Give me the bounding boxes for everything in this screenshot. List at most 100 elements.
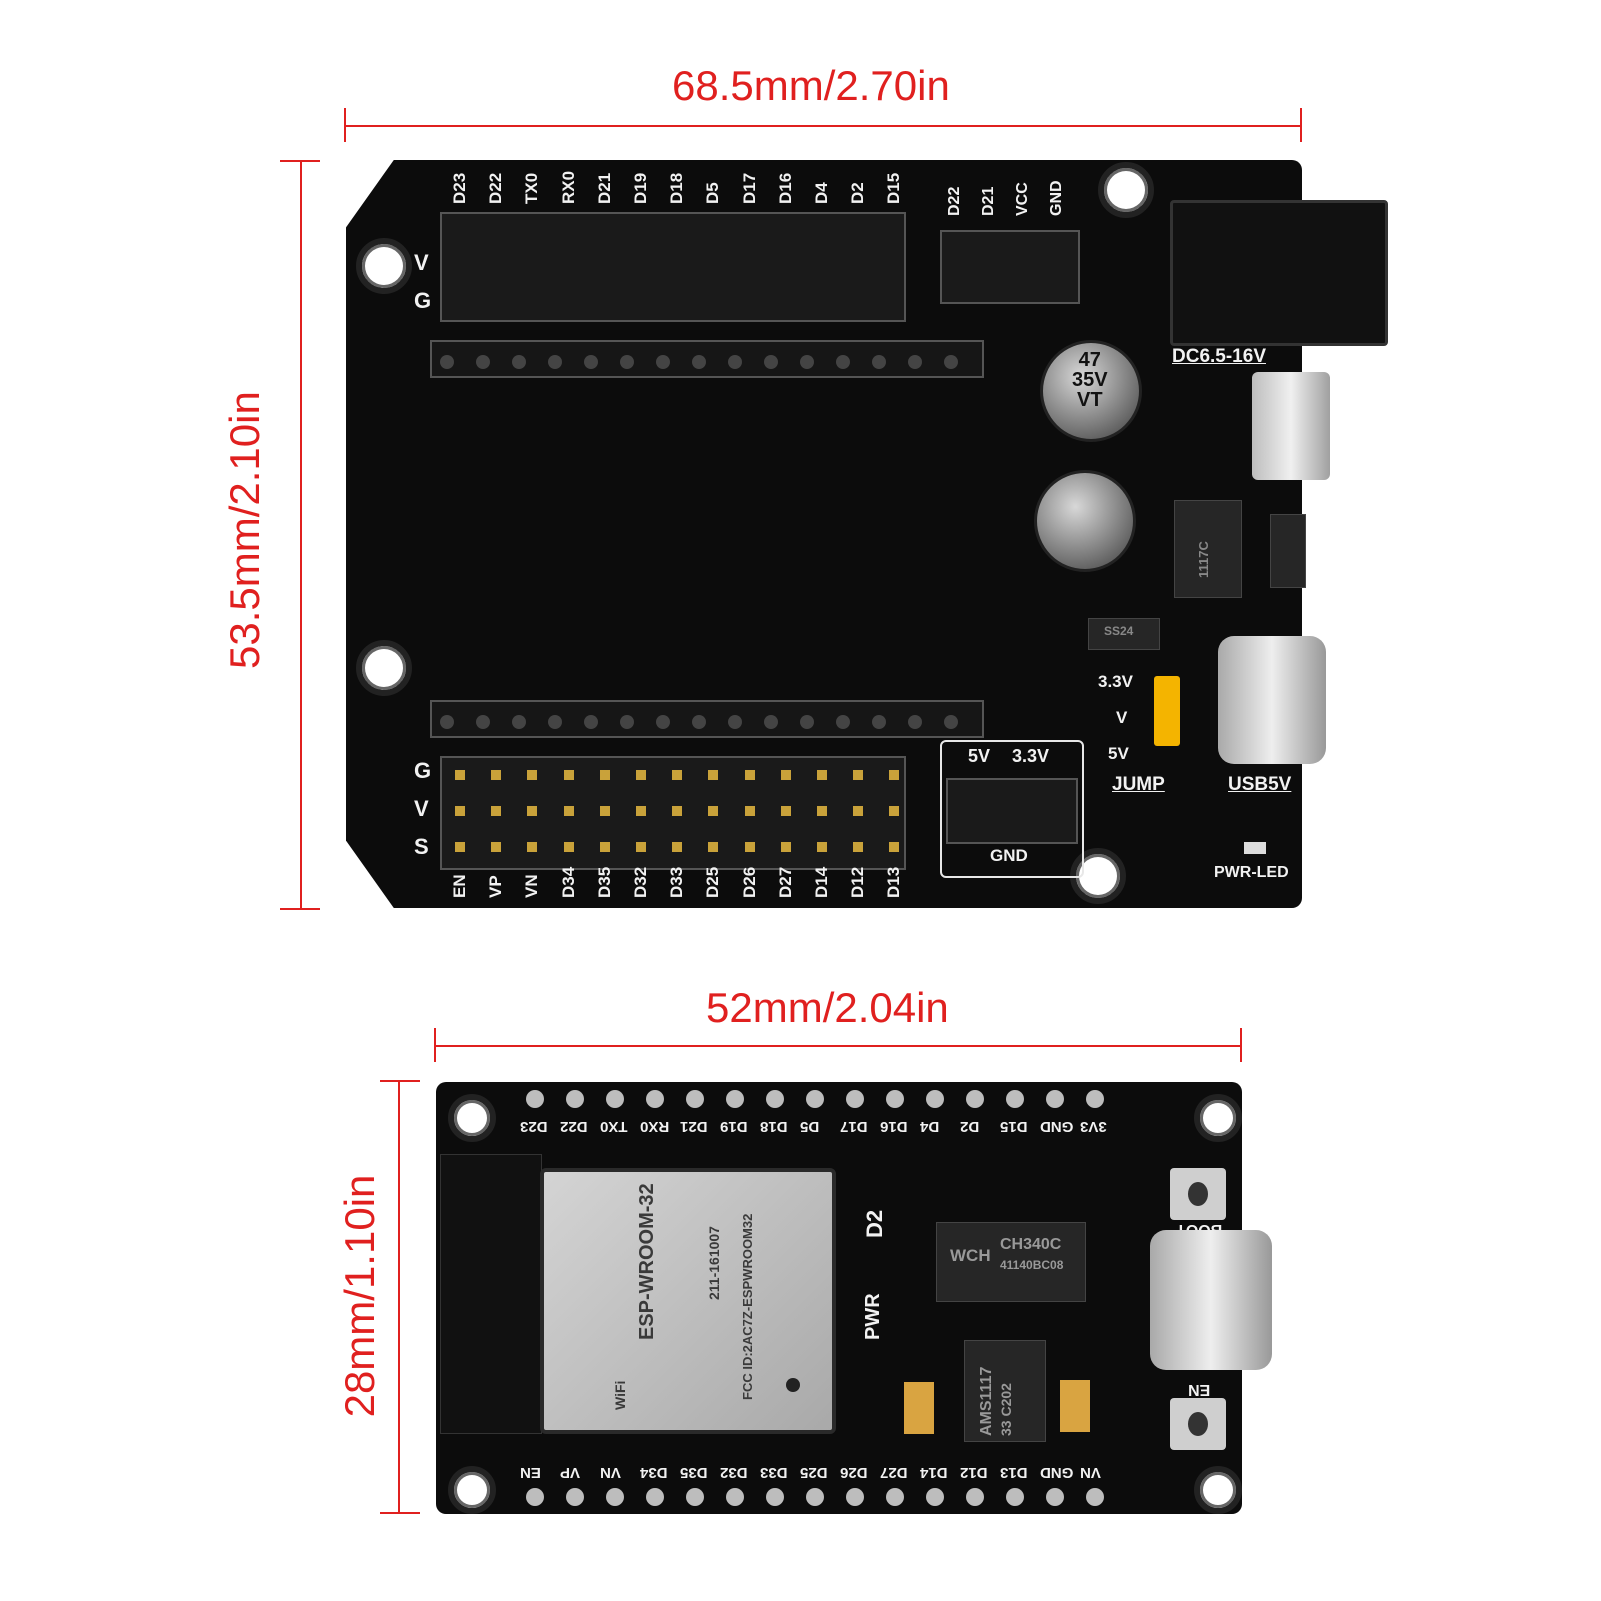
socket-pin[interactable]	[836, 715, 850, 729]
shield-bottom-pin[interactable]	[563, 806, 574, 816]
esp32-top-pin-hole[interactable]	[1006, 1090, 1024, 1108]
esp32-bottom-pin-hole[interactable]	[766, 1488, 784, 1506]
shield-bottom-pin[interactable]	[455, 842, 465, 852]
shield-bottom-pin[interactable]	[563, 842, 574, 852]
esp32-bottom-pin-hole[interactable]	[566, 1488, 584, 1506]
shield-bottom-pin[interactable]	[563, 770, 574, 780]
shield-bottom-pin[interactable]	[889, 842, 900, 852]
socket-pin[interactable]	[728, 355, 742, 369]
esp32-bottom-pin-hole[interactable]	[846, 1488, 864, 1506]
socket-pin[interactable]	[476, 715, 490, 729]
esp32-bottom-pin-hole[interactable]	[806, 1488, 824, 1506]
shield-bottom-pin[interactable]	[708, 770, 719, 780]
esp32-top-pin-hole[interactable]	[726, 1090, 744, 1108]
esp32-top-pin-hole[interactable]	[526, 1090, 544, 1108]
socket-pin[interactable]	[440, 715, 454, 729]
esp32-bottom-pin-hole[interactable]	[606, 1488, 624, 1506]
shield-bottom-pin[interactable]	[636, 806, 646, 816]
socket-pin[interactable]	[872, 355, 886, 369]
micro-usb-port[interactable]	[1252, 372, 1330, 480]
dc-jack[interactable]	[1170, 200, 1388, 346]
socket-pin[interactable]	[872, 715, 886, 729]
shield-bottom-pin[interactable]	[780, 842, 791, 852]
esp32-top-pin-hole[interactable]	[766, 1090, 784, 1108]
shield-i2c-header[interactable]	[940, 230, 1080, 304]
shield-bottom-pin[interactable]	[455, 806, 465, 816]
esp32-bottom-pin-hole[interactable]	[646, 1488, 664, 1506]
shield-bottom-pin[interactable]	[599, 770, 610, 780]
esp32-top-pin-hole[interactable]	[566, 1090, 584, 1108]
socket-pin[interactable]	[764, 715, 778, 729]
esp32-bottom-pin-hole[interactable]	[1046, 1488, 1064, 1506]
esp32-bottom-pin-hole[interactable]	[686, 1488, 704, 1506]
shield-bottom-pin[interactable]	[780, 806, 791, 816]
socket-pin[interactable]	[908, 715, 922, 729]
esp32-top-pin-hole[interactable]	[1086, 1090, 1104, 1108]
socket-pin[interactable]	[440, 355, 454, 369]
shield-bottom-pin[interactable]	[636, 770, 646, 780]
shield-top-header[interactable]	[440, 212, 906, 322]
power-select-header[interactable]	[946, 778, 1078, 844]
shield-bottom-pin[interactable]	[455, 770, 465, 780]
shield-bottom-pin[interactable]	[708, 806, 719, 816]
esp32-top-pin-hole[interactable]	[886, 1090, 904, 1108]
esp32-top-pin-hole[interactable]	[606, 1090, 624, 1108]
socket-pin[interactable]	[584, 355, 598, 369]
esp32-bottom-pin-hole[interactable]	[926, 1488, 944, 1506]
shield-bottom-pin[interactable]	[744, 842, 755, 852]
shield-bottom-pin[interactable]	[527, 806, 538, 816]
shield-bottom-pin[interactable]	[636, 842, 646, 852]
socket-pin[interactable]	[548, 715, 562, 729]
socket-pin[interactable]	[656, 715, 670, 729]
esp32-top-pin-hole[interactable]	[966, 1090, 984, 1108]
shield-bottom-pin[interactable]	[599, 806, 610, 816]
shield-bottom-pin[interactable]	[527, 842, 538, 852]
shield-bottom-pin[interactable]	[853, 842, 864, 852]
shield-bottom-pin[interactable]	[744, 770, 755, 780]
esp32-top-pin-hole[interactable]	[646, 1090, 664, 1108]
shield-bottom-pin[interactable]	[491, 842, 502, 852]
socket-pin[interactable]	[836, 355, 850, 369]
shield-bottom-pin[interactable]	[889, 806, 900, 816]
socket-pin[interactable]	[620, 355, 634, 369]
shield-bottom-pin[interactable]	[817, 770, 827, 780]
shield-bottom-pin[interactable]	[817, 842, 827, 852]
socket-pin[interactable]	[800, 715, 814, 729]
shield-bottom-pin[interactable]	[672, 806, 683, 816]
socket-pin[interactable]	[548, 355, 562, 369]
esp32-top-pin-hole[interactable]	[926, 1090, 944, 1108]
socket-pin[interactable]	[692, 355, 706, 369]
socket-pin[interactable]	[908, 355, 922, 369]
socket-pin[interactable]	[656, 355, 670, 369]
shield-bottom-pin[interactable]	[817, 806, 827, 816]
socket-pin[interactable]	[620, 715, 634, 729]
shield-socket-bottom[interactable]	[430, 700, 984, 738]
socket-pin[interactable]	[692, 715, 706, 729]
shield-bottom-pin[interactable]	[853, 806, 864, 816]
esp32-usb-c-port[interactable]	[1150, 1230, 1272, 1370]
esp32-top-pin-hole[interactable]	[1046, 1090, 1064, 1108]
socket-pin[interactable]	[512, 355, 526, 369]
socket-pin[interactable]	[728, 715, 742, 729]
socket-pin[interactable]	[944, 715, 958, 729]
esp32-top-pin-hole[interactable]	[806, 1090, 824, 1108]
shield-bottom-pin[interactable]	[527, 770, 538, 780]
shield-bottom-pin[interactable]	[744, 806, 755, 816]
shield-bottom-pin[interactable]	[491, 806, 502, 816]
esp32-top-pin-hole[interactable]	[846, 1090, 864, 1108]
shield-usb-c-port[interactable]	[1218, 636, 1326, 764]
shield-bottom-pin[interactable]	[853, 770, 864, 780]
esp32-bottom-pin-hole[interactable]	[726, 1488, 744, 1506]
socket-pin[interactable]	[512, 715, 526, 729]
shield-bottom-pin[interactable]	[672, 842, 683, 852]
socket-pin[interactable]	[800, 355, 814, 369]
shield-bottom-pin[interactable]	[491, 770, 502, 780]
esp32-bottom-pin-hole[interactable]	[1086, 1488, 1104, 1506]
shield-bottom-pin[interactable]	[599, 842, 610, 852]
jumper-cap[interactable]	[1154, 676, 1180, 746]
shield-bottom-pin[interactable]	[708, 842, 719, 852]
socket-pin[interactable]	[476, 355, 490, 369]
shield-bottom-pin[interactable]	[780, 770, 791, 780]
shield-bottom-pin[interactable]	[672, 770, 683, 780]
socket-pin[interactable]	[764, 355, 778, 369]
